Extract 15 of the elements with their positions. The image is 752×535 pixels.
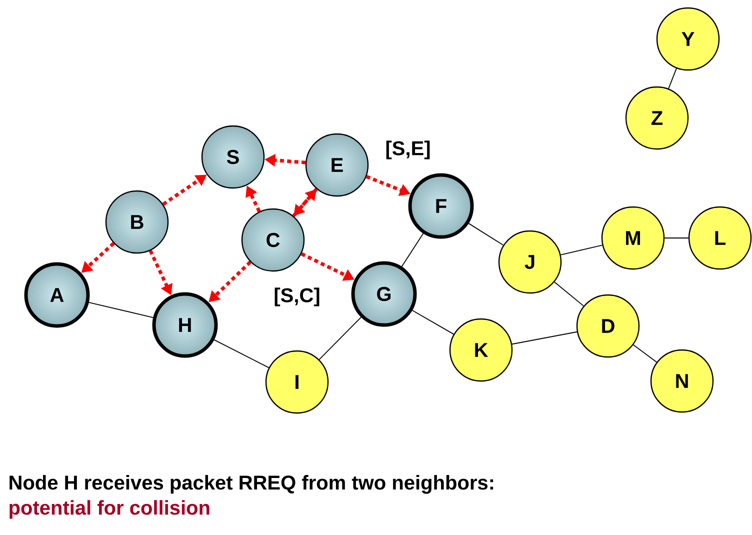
link-line [668, 68, 677, 90]
link-line [401, 233, 424, 267]
link-line [468, 222, 504, 246]
route-record: [S,C] [274, 288, 320, 306]
route-record: [S,E] [386, 140, 430, 160]
link-line [554, 282, 584, 306]
caption-note: potential for collision [10, 500, 210, 519]
link-line [88, 302, 154, 318]
link-line [214, 339, 270, 368]
caption: Node H receives packet RREQ from two neighbors: [10, 475, 494, 494]
link-line [632, 344, 658, 363]
link-line [512, 331, 578, 345]
link-line [318, 316, 362, 360]
link-line [560, 244, 603, 256]
link-line [412, 310, 454, 335]
